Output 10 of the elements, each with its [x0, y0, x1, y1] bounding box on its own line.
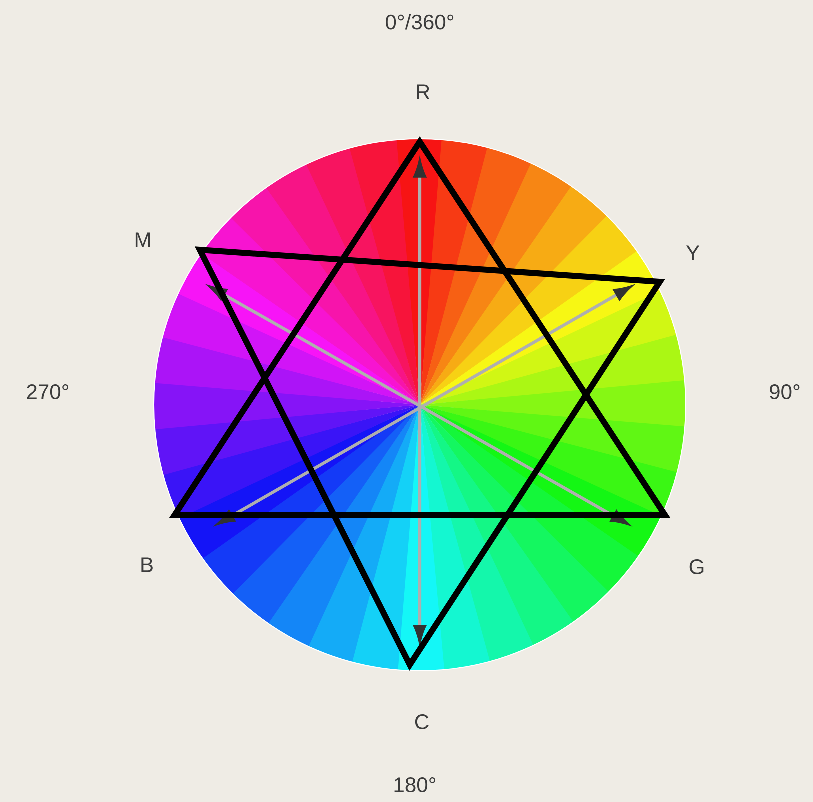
hue-letter: Y [686, 246, 700, 260]
hue-letter: C [415, 714, 429, 730]
hue-letter: G [690, 560, 704, 574]
hue-letter: B [142, 558, 153, 572]
hue-letter: M [136, 232, 150, 248]
angle-label: 0°/360° [386, 14, 454, 30]
angle-label: 180° [394, 778, 436, 792]
hue-letter: R [417, 84, 430, 100]
angle-label: 90° [770, 384, 800, 400]
angle-label: 270° [27, 384, 69, 400]
